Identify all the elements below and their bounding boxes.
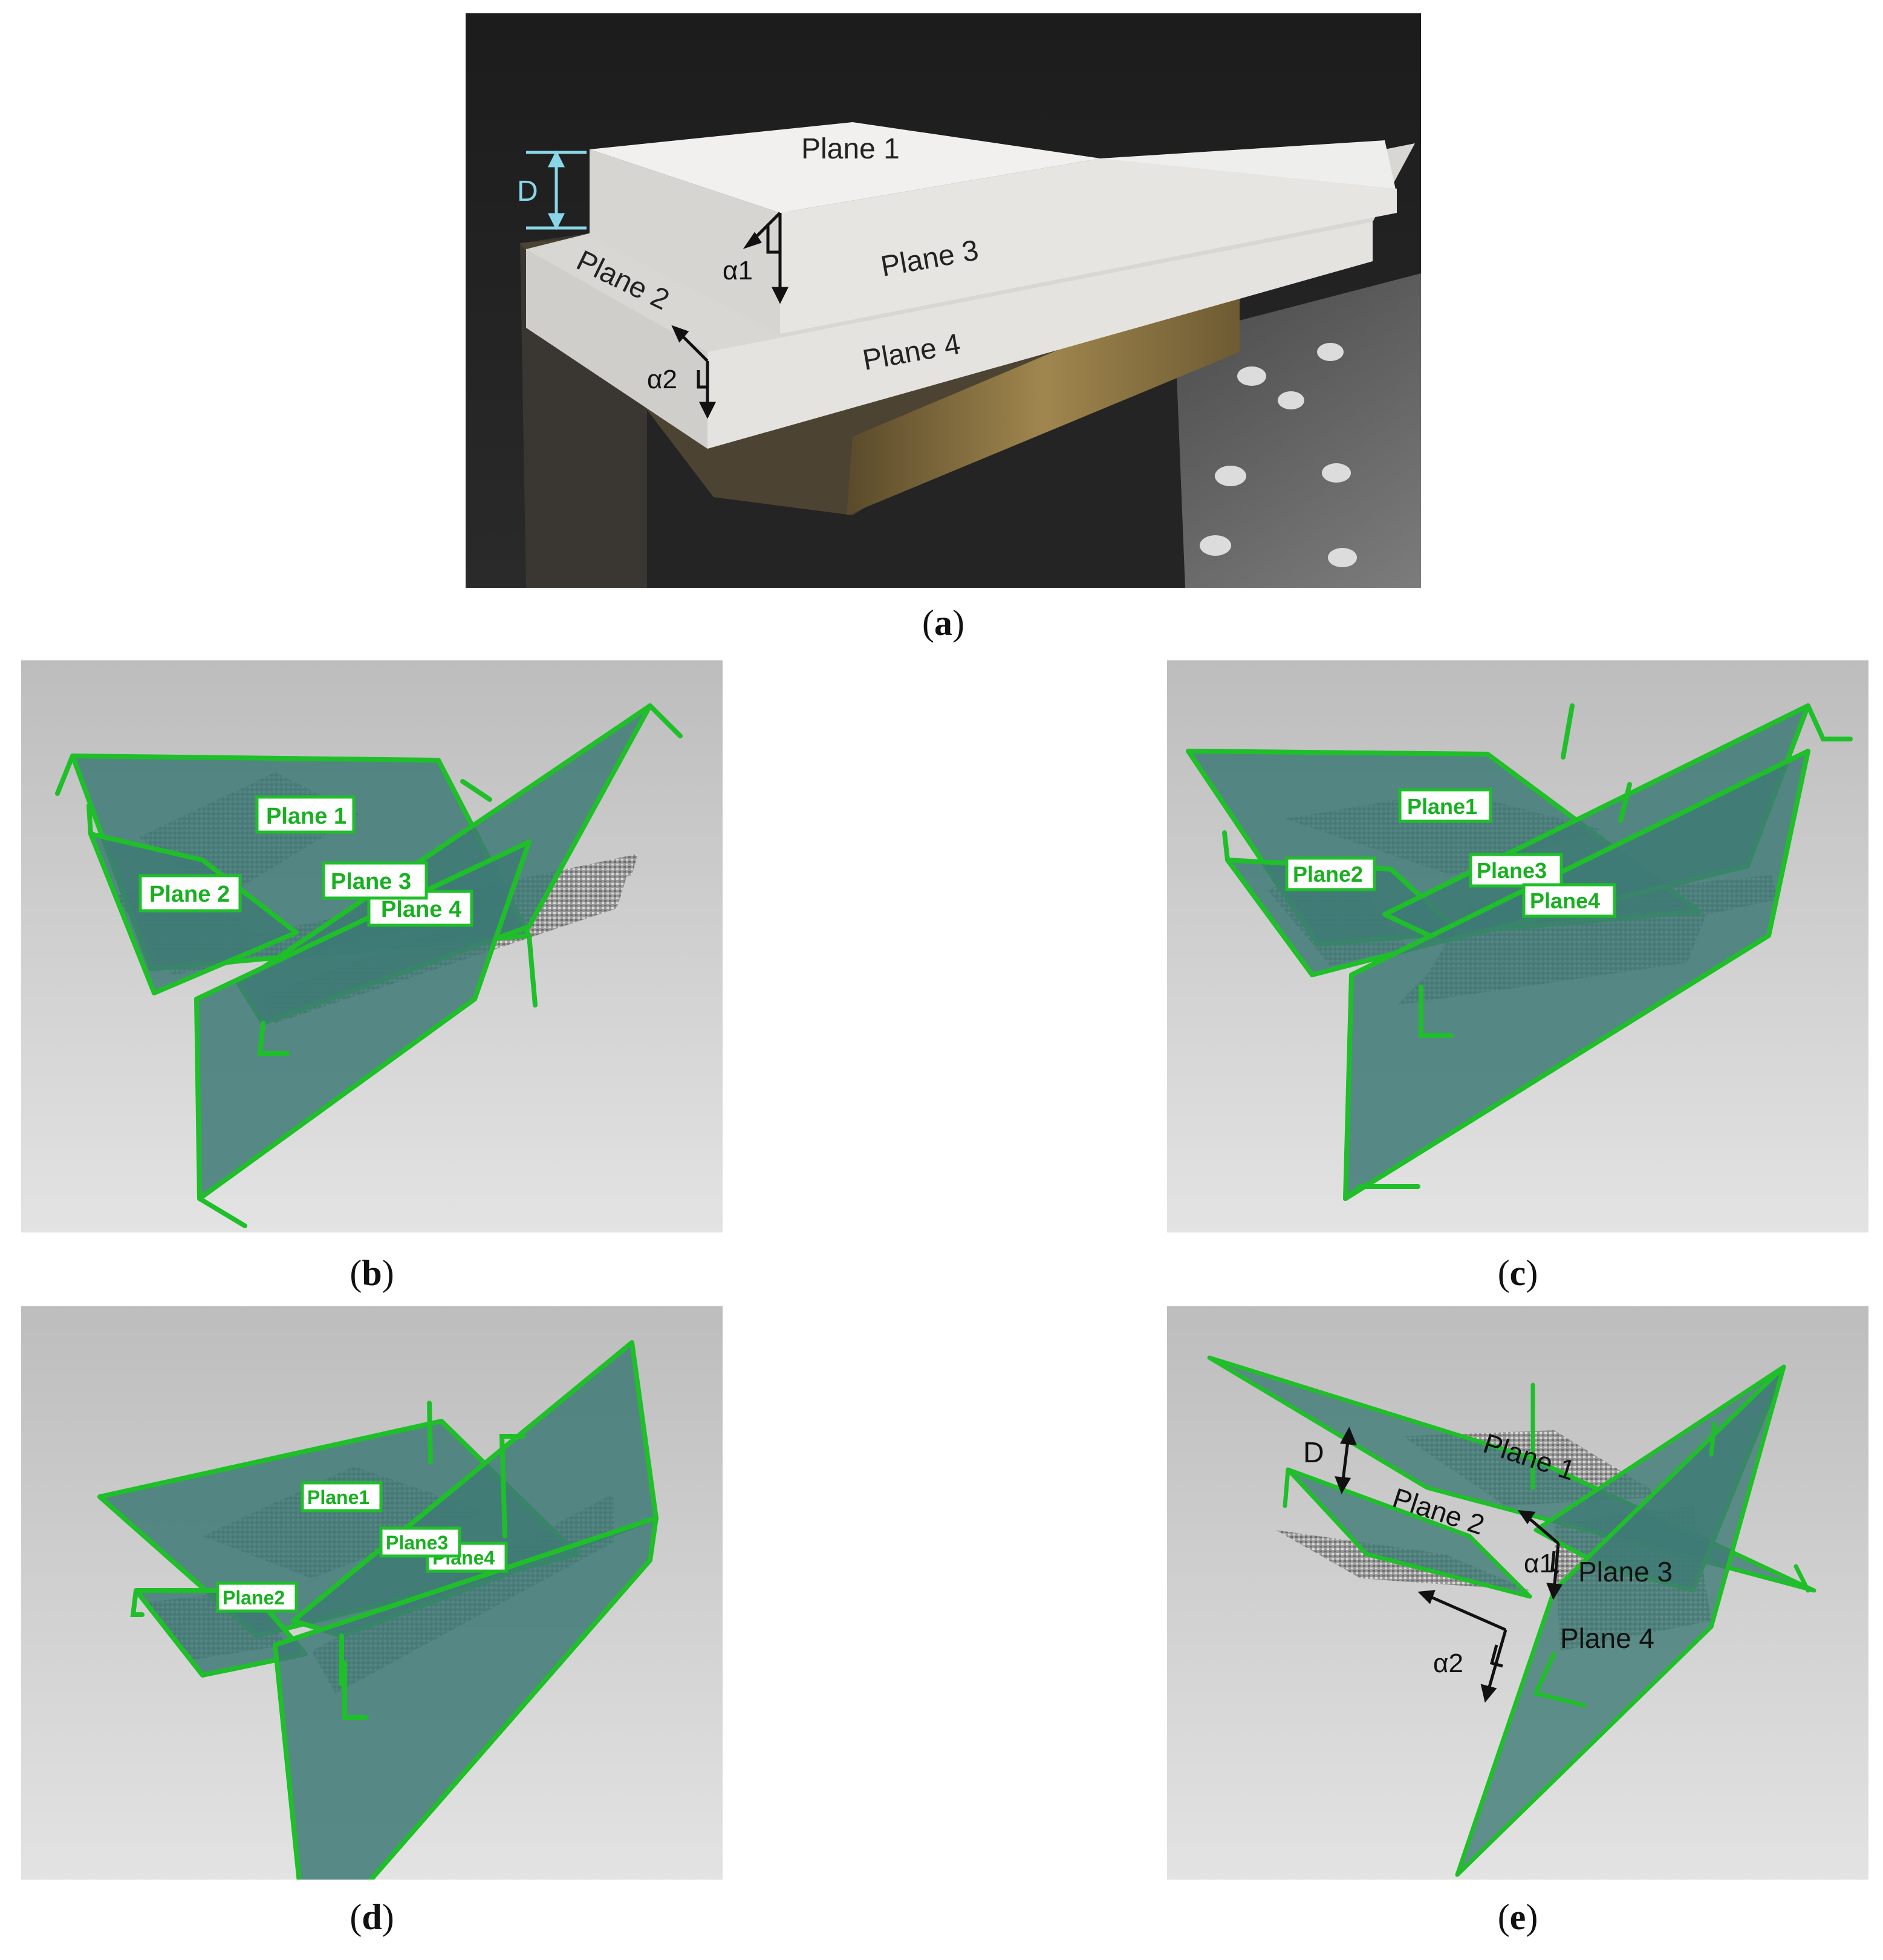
plane-normals	[130, 1401, 525, 1720]
alpha2-marker	[1417, 1590, 1507, 1703]
tag-plane3: Plane 3	[331, 869, 411, 894]
scan-view-c: Plane1 Plane2 Plane3 Plane4	[1167, 660, 1868, 1232]
tag-plane1: Plane1	[307, 1486, 369, 1508]
label-alpha1: α1	[1524, 1549, 1554, 1578]
fitted-planes	[97, 1340, 659, 1880]
upper-block-left-face	[590, 149, 780, 334]
label-plane1: Plane 1	[801, 133, 900, 165]
fitted-plane-4	[1455, 1364, 1786, 1877]
view-d-svg: Plane1 Plane2 Plane4 Plane3	[21, 1306, 723, 1880]
tag-plane3: Plane3	[386, 1532, 448, 1554]
bench-holes	[1200, 343, 1357, 567]
caption-d: (d)	[350, 1897, 394, 1937]
fitted-plane-4	[1343, 749, 1810, 1201]
tag-plane3: Plane3	[1477, 858, 1547, 883]
dimension-d	[526, 150, 587, 230]
plane3-face	[780, 158, 1397, 334]
view-e-svg: D α1 α2 Plane 1 Plane 2 Plane 3 Plane 4	[1167, 1306, 1868, 1880]
label-alpha2: α2	[647, 365, 677, 394]
plane-tags: Plane1 Plane2 Plane3 Plane4	[1285, 788, 1616, 918]
label-plane3: Plane 3	[1578, 1556, 1673, 1587]
tag-plane2: Plane 2	[149, 882, 230, 907]
scan-view-b: Plane 1 Plane 2 Plane 4 Plane 3	[21, 660, 723, 1232]
caption-c: (c)	[1497, 1253, 1538, 1293]
view-c-svg: Plane1 Plane2 Plane3 Plane4	[1167, 660, 1868, 1232]
plane-tags: Plane1 Plane2 Plane4 Plane3	[216, 1481, 508, 1613]
alpha1-marker	[743, 212, 789, 304]
plane-normals	[55, 703, 683, 1228]
dimension-d	[1335, 1427, 1357, 1494]
fitted-plane-2	[1286, 1467, 1532, 1599]
label-plane4: Plane 4	[1560, 1623, 1654, 1654]
label-alpha1: α1	[723, 256, 753, 285]
alpha2-marker	[671, 325, 717, 419]
label-d: D	[1303, 1437, 1324, 1469]
caption-e: (e)	[1497, 1897, 1538, 1937]
tag-plane2: Plane2	[223, 1587, 285, 1609]
fitted-plane-2	[88, 832, 299, 995]
plane2-face	[526, 249, 707, 449]
fitted-plane-4	[273, 1516, 659, 1880]
tag-plane4: Plane4	[1530, 888, 1600, 913]
label-alpha2: α2	[1433, 1649, 1463, 1678]
scan-view-e: D α1 α2 Plane 1 Plane 2 Plane 3 Plane 4	[1167, 1306, 1868, 1880]
photo-svg: D α1 α2 Plane 1 Plane 3 Plane 2 Plane 4	[466, 13, 1421, 588]
plate-front	[847, 273, 1240, 515]
tag-plane1: Plane1	[1407, 794, 1477, 819]
caption-b: (b)	[350, 1253, 394, 1293]
plane-normals	[1283, 1382, 1810, 1708]
caption-a: (a)	[922, 603, 964, 643]
label-d: D	[517, 175, 538, 207]
fitted-planes	[1207, 1355, 1816, 1877]
plane-normals	[1222, 703, 1853, 1201]
alpha1-marker	[1517, 1509, 1563, 1600]
tag-plane2: Plane2	[1293, 862, 1363, 887]
plane4-face	[707, 222, 1373, 449]
tag-plane1: Plane 1	[266, 804, 346, 829]
plane-tags: Plane 1 Plane 2 Plane 4 Plane 3	[138, 795, 473, 927]
photo-stepped-blocks: D α1 α2 Plane 1 Plane 3 Plane 2 Plane 4	[466, 13, 1421, 588]
tag-plane4: Plane 4	[381, 897, 461, 922]
scan-view-d: Plane1 Plane2 Plane4 Plane3	[21, 1306, 723, 1880]
plane1-face	[590, 122, 1101, 213]
view-b-svg: Plane 1 Plane 2 Plane 4 Plane 3	[21, 660, 723, 1232]
